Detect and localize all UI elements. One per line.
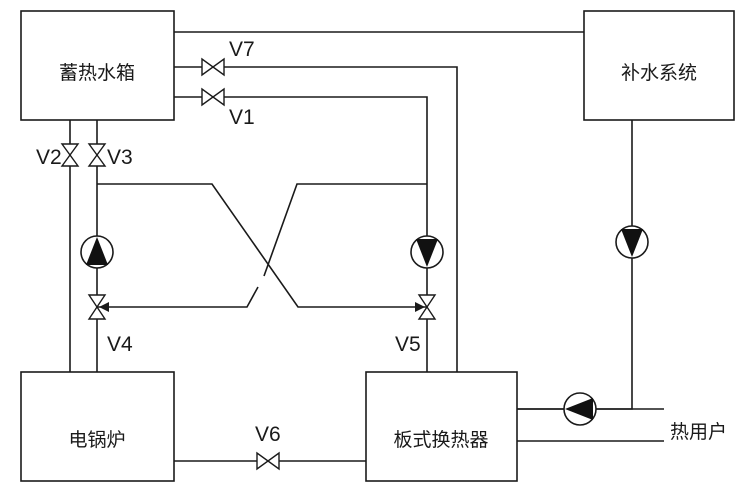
valve-v4-icon xyxy=(87,294,107,320)
valve-v2 xyxy=(60,143,80,167)
pipe-cross-c xyxy=(263,183,427,277)
valve-v6-label: V6 xyxy=(255,423,281,446)
storage-tank-label: 蓄热水箱 xyxy=(59,62,135,84)
pipe-cross-a xyxy=(97,183,427,308)
valve-v1-label: V1 xyxy=(229,106,255,129)
makeup-system-label: 补水系统 xyxy=(621,62,697,84)
pump-down-icon xyxy=(416,239,438,267)
electric-boiler-label: 电锅炉 xyxy=(68,429,125,451)
valve-v4-label: V4 xyxy=(107,333,133,356)
pump-makeup xyxy=(615,225,649,259)
valve-v5-icon xyxy=(417,294,437,320)
pipe-v1-line xyxy=(174,96,428,372)
arrow-left-icon xyxy=(99,302,109,312)
valve-v2-label: V2 xyxy=(36,146,62,169)
valve-v7-icon xyxy=(201,57,225,77)
valve-v3-label: V3 xyxy=(107,146,133,169)
valve-v6 xyxy=(256,451,280,471)
pump-left xyxy=(80,235,114,269)
pipe-cross-b xyxy=(97,286,259,308)
valve-v3-icon xyxy=(87,143,107,167)
valve-v2-icon xyxy=(60,143,80,167)
pipe-makeup-down xyxy=(517,120,633,410)
plate-exchanger: 板式换热器 xyxy=(365,371,518,482)
valve-v6-icon xyxy=(256,451,280,471)
valve-v7 xyxy=(201,57,225,77)
heat-user-label: 热用户 xyxy=(670,421,727,443)
valve-v5-label: V5 xyxy=(395,333,421,356)
valve-v1 xyxy=(201,87,225,107)
pump-down-icon xyxy=(621,229,643,257)
valve-v4 xyxy=(87,294,107,320)
arrow-right-icon xyxy=(415,302,425,312)
storage-tank: 蓄热水箱 xyxy=(20,10,175,121)
pipe-v7-line xyxy=(174,66,458,372)
pump-up-icon xyxy=(86,237,108,265)
valve-v1-icon xyxy=(201,87,225,107)
valve-v3 xyxy=(87,143,107,167)
valve-v5 xyxy=(417,294,437,320)
electric-boiler: 电锅炉 xyxy=(20,371,175,482)
makeup-system: 补水系统 xyxy=(583,10,735,121)
plate-exchanger-label: 板式换热器 xyxy=(393,429,488,451)
valve-v7-label: V7 xyxy=(229,38,255,61)
pump-left-icon xyxy=(565,398,593,420)
pump-middle xyxy=(410,235,444,269)
pump-user xyxy=(563,392,597,426)
